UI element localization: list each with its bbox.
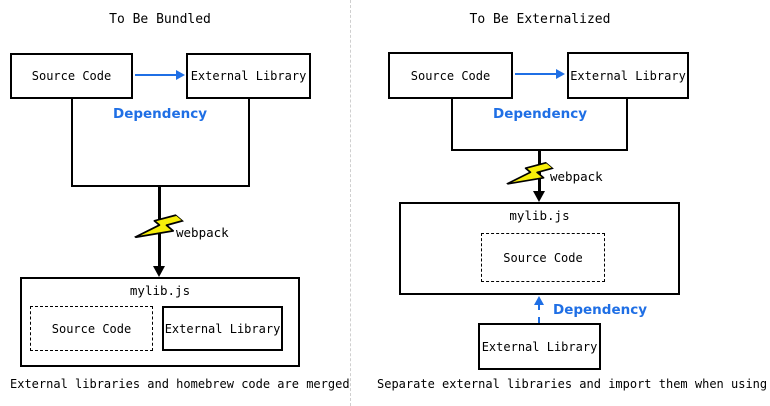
left-source-code-box: Source Code [10, 53, 133, 99]
right-connector-merge-line [451, 149, 628, 151]
left-connector-from-source [71, 99, 73, 187]
left-caption: External libraries and homebrew code are… [10, 377, 350, 391]
left-dependency-arrowhead-icon [176, 70, 185, 80]
right-import-dependency-label: Dependency [553, 302, 648, 318]
left-bundled-external-box: External Library [162, 306, 283, 351]
right-source-code-label: Source Code [410, 68, 491, 83]
right-import-arrowhead-icon [534, 296, 544, 305]
left-external-library-box: External Library [186, 53, 311, 99]
left-source-code-label: Source Code [31, 69, 112, 83]
right-webpack-label: webpack [550, 169, 603, 184]
left-webpack-label: webpack [176, 225, 229, 240]
left-bundled-external-label: External Library [164, 321, 281, 336]
right-separate-external-label: External Library [481, 339, 598, 354]
left-mylib-title: mylib.js [129, 283, 191, 298]
left-panel-title: To Be Bundled [109, 12, 211, 27]
left-external-library-label: External Library [190, 69, 307, 83]
left-dependency-arrow-line [135, 74, 177, 76]
right-external-library-box: External Library [567, 52, 689, 99]
right-external-library-label: External Library [570, 68, 686, 83]
left-connector-merge-line [71, 185, 250, 187]
right-panel-title: To Be Externalized [469, 12, 611, 27]
right-connector-from-source [451, 99, 453, 151]
panel-divider [350, 0, 351, 406]
lightning-bolt-icon [133, 214, 185, 239]
left-webpack-arrowhead-icon [153, 266, 165, 277]
right-mylib-title: mylib.js [509, 208, 570, 223]
right-bundled-source-box: Source Code [481, 233, 605, 282]
left-connector-from-external [248, 99, 250, 187]
right-separate-external-box: External Library [478, 323, 601, 370]
right-caption: Separate external libraries and import t… [377, 377, 768, 391]
right-import-arrow-line [538, 304, 540, 323]
right-dependency-label: Dependency [492, 106, 588, 122]
right-connector-from-external [626, 99, 628, 151]
right-bundled-source-label: Source Code [503, 250, 583, 265]
right-dependency-arrowhead-icon [556, 69, 565, 79]
left-bundled-source-box: Source Code [30, 306, 153, 351]
left-dependency-label: Dependency [112, 106, 208, 122]
right-source-code-box: Source Code [388, 52, 513, 99]
lightning-bolt-icon [506, 161, 554, 185]
right-dependency-arrow-line [515, 73, 557, 75]
right-webpack-arrowhead-icon [533, 191, 545, 202]
left-bundled-source-label: Source Code [51, 321, 132, 336]
